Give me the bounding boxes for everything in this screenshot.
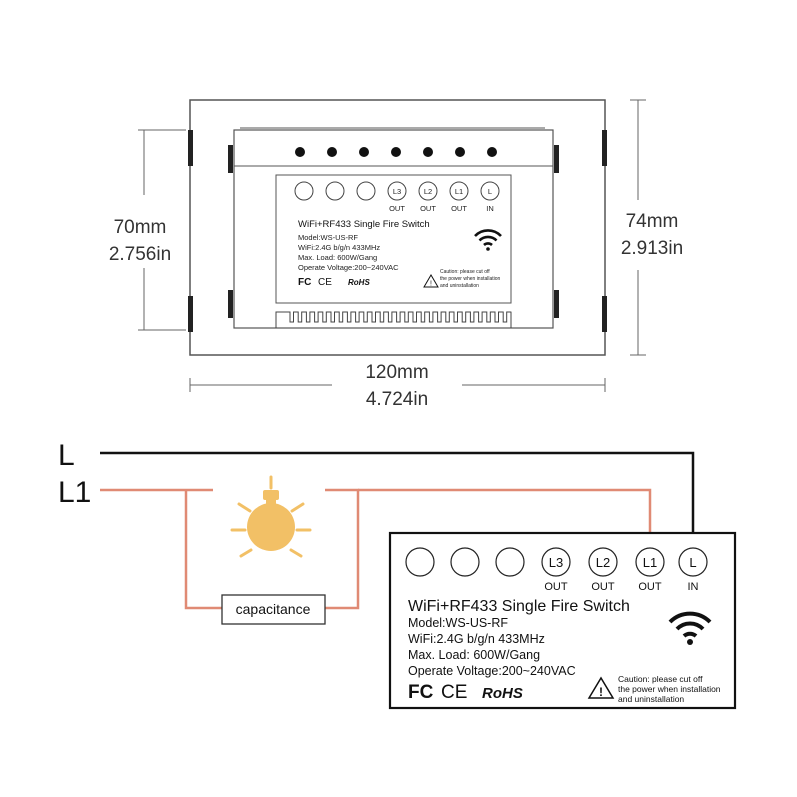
mount-tab xyxy=(602,130,607,166)
terminal-sub-large: OUT xyxy=(638,581,662,593)
large-voltage: Operate Voltage:200~240VAC xyxy=(408,664,576,678)
screw-dot xyxy=(295,147,305,157)
terminal-empty-large xyxy=(450,547,480,577)
terminal-l-small xyxy=(480,181,500,201)
terminal-l1-small xyxy=(449,181,469,201)
device-body xyxy=(233,129,554,329)
screw-row xyxy=(295,147,497,157)
large-caution-1: Caution: please cut off xyxy=(618,674,703,684)
mount-tab xyxy=(188,296,193,332)
dim-height-outer-in: 2.913in xyxy=(621,238,683,259)
small-wifi: WiFi:2.4G b/g/n 433MHz xyxy=(298,243,380,252)
live-line-label: L xyxy=(58,439,75,472)
terminal-sub: OUT xyxy=(451,204,467,213)
terminal-label: L3 xyxy=(393,187,401,196)
wifi-icon xyxy=(668,611,712,645)
dim-width-in: 4.724in xyxy=(366,389,428,410)
mount-tab xyxy=(228,145,233,173)
large-cert-rohs: RoHS xyxy=(482,685,523,702)
small-caution-2: the power when installation xyxy=(440,276,501,282)
live-wire xyxy=(100,451,695,541)
small-cert-rohs: RoHS xyxy=(348,278,370,287)
light-bulb-icon xyxy=(230,475,312,558)
terminal-sub-large: OUT xyxy=(591,581,615,593)
small-caution-3: and uninstallation xyxy=(440,283,479,289)
large-caution-2: the power when installation xyxy=(618,684,721,694)
mount-tab xyxy=(228,290,233,318)
mount-tab xyxy=(188,130,193,166)
terminal-empty xyxy=(294,181,314,201)
terminal-label: L1 xyxy=(455,187,463,196)
terminal-sub: OUT xyxy=(420,204,436,213)
large-model: Model:WS-US-RF xyxy=(408,616,508,630)
small-load: Max. Load: 600W/Gang xyxy=(298,253,377,262)
small-voltage: Operate Voltage:200~240VAC xyxy=(298,263,399,272)
dimension-markers xyxy=(138,99,646,392)
terminal-l3-large xyxy=(541,547,571,577)
terminal-l2-large xyxy=(588,547,618,577)
capacitance-box xyxy=(221,594,326,625)
terminal-l-large xyxy=(678,547,708,577)
large-cert-ce: CE xyxy=(441,682,467,703)
terminal-label-large: L2 xyxy=(596,555,610,570)
small-caution-1: Caution: please cut off xyxy=(440,269,490,275)
terminal-label: L xyxy=(488,187,492,196)
large-caution-3: and uninstallation xyxy=(618,694,684,704)
warning-icon: ! xyxy=(423,274,439,288)
dim-height-inner-mm: 70mm xyxy=(114,217,167,238)
terminal-sub: OUT xyxy=(389,204,405,213)
terminal-l3-small xyxy=(387,181,407,201)
load-wire xyxy=(100,488,652,610)
small-cert-ce: CE xyxy=(318,277,332,288)
small-cert-fc: FC xyxy=(298,277,311,288)
mount-tab xyxy=(554,145,559,173)
large-wifi: WiFi:2.4G b/g/n 433MHz xyxy=(408,632,545,646)
terminal-label-large: L3 xyxy=(549,555,563,570)
small-label-panel xyxy=(275,174,512,304)
svg-text:!: ! xyxy=(430,281,432,288)
screw-dot xyxy=(327,147,337,157)
wifi-icon xyxy=(474,229,502,251)
screw-dot xyxy=(391,147,401,157)
terminal-label-large: L xyxy=(689,555,696,570)
dim-height-inner-in: 2.756in xyxy=(109,244,171,265)
mount-tab xyxy=(602,296,607,332)
fin-comb xyxy=(275,311,512,328)
large-load: Max. Load: 600W/Gang xyxy=(408,648,540,662)
svg-text:!: ! xyxy=(599,685,603,699)
terminal-sub-large: IN xyxy=(688,581,699,593)
terminal-empty xyxy=(325,181,345,201)
large-title: WiFi+RF433 Single Fire Switch xyxy=(408,598,630,615)
terminal-label-large: L1 xyxy=(643,555,657,570)
screw-dot xyxy=(487,147,497,157)
terminal-l2-small xyxy=(418,181,438,201)
mount-tab xyxy=(554,290,559,318)
dim-width-mm: 120mm xyxy=(365,362,428,383)
terminal-sub: IN xyxy=(486,204,494,213)
screw-dot xyxy=(455,147,465,157)
small-title: WiFi+RF433 Single Fire Switch xyxy=(298,219,430,230)
terminal-empty-large xyxy=(405,547,435,577)
terminal-empty-large xyxy=(495,547,525,577)
terminal-empty xyxy=(356,181,376,201)
warning-icon: ! xyxy=(587,676,615,699)
terminal-l1-large xyxy=(635,547,665,577)
device-outer-frame xyxy=(189,99,606,356)
terminal-label: L2 xyxy=(424,187,432,196)
screw-dot xyxy=(423,147,433,157)
load-line-label: L1 xyxy=(58,476,91,509)
large-cert-fc: FC xyxy=(408,682,434,703)
screw-dot xyxy=(359,147,369,157)
dim-height-outer-mm: 74mm xyxy=(626,211,679,232)
capacitance-label: capacitance xyxy=(236,601,311,617)
device-front-view: L3 L2 L1 L OUT OUT OUT IN WiFi+RF433 Sin… xyxy=(188,99,607,356)
terminal-sub-large: OUT xyxy=(544,581,568,593)
small-model: Model:WS-US-RF xyxy=(298,233,358,242)
